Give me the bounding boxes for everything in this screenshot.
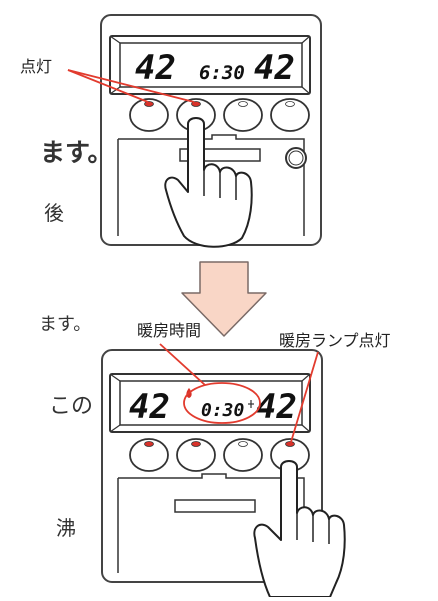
bottom-hand-icon bbox=[253, 460, 346, 598]
top-lamp-3 bbox=[238, 101, 248, 107]
top-hand-icon bbox=[164, 117, 253, 248]
top-button-1[interactable] bbox=[129, 98, 169, 132]
bottom-lamp-1 bbox=[144, 441, 154, 447]
top-callout-label: 点灯 bbox=[20, 57, 52, 76]
bottom-button-1[interactable] bbox=[129, 438, 169, 472]
bottom-slot bbox=[174, 499, 256, 513]
bottom-remote-panel: 42 0:30 42 bbox=[101, 349, 323, 583]
cut-text-line-3: ます。 bbox=[39, 314, 91, 335]
top-callout-lines bbox=[67, 69, 195, 103]
bottom-button-3[interactable] bbox=[223, 438, 263, 472]
top-lamp-1 bbox=[144, 101, 154, 107]
bottom-lamp-3 bbox=[238, 441, 248, 447]
heating-lamp-label: 暖房ランプ点灯 bbox=[279, 331, 391, 350]
bottom-display-left: 42 bbox=[129, 387, 170, 427]
top-lower-cover bbox=[117, 134, 305, 236]
cut-text-line-5: 沸 bbox=[56, 516, 76, 540]
top-lcd-screen bbox=[119, 42, 303, 88]
cut-text-line-4: この bbox=[49, 394, 93, 419]
down-arrow-icon bbox=[181, 261, 267, 337]
top-button-3[interactable] bbox=[223, 98, 263, 132]
bottom-lower-cover bbox=[117, 473, 305, 573]
bottom-display-right: 42 bbox=[256, 387, 297, 427]
bottom-button-2[interactable] bbox=[176, 438, 216, 472]
bottom-display-time: 0:30 bbox=[201, 400, 245, 421]
bottom-lcd-screen bbox=[119, 380, 303, 426]
heating-time-label: 暖房時間 bbox=[137, 321, 201, 340]
time-highlight-oval bbox=[183, 382, 261, 424]
bottom-lamp-2 bbox=[191, 441, 201, 447]
top-display-time: 6:30 bbox=[199, 62, 245, 84]
top-display-left: 42 bbox=[135, 48, 176, 88]
top-lamp-4 bbox=[285, 101, 295, 107]
top-display-right: 42 bbox=[254, 48, 295, 88]
cut-text-line-2: 後 bbox=[44, 201, 64, 225]
bottom-callout-lines bbox=[159, 343, 319, 443]
top-button-4[interactable] bbox=[270, 98, 310, 132]
bottom-lamp-4 bbox=[285, 441, 295, 447]
